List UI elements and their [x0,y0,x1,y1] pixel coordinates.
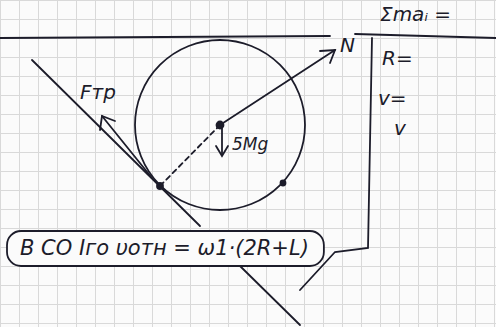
equation-text: В СО Iго υотн = ω1·(2R+L) [20,238,339,259]
handwritten-label: R= [382,48,413,68]
arrowhead [100,116,115,130]
arrowhead [216,146,228,156]
boxed-equation: В СО Iго υотн = ω1·(2R+L) [6,230,325,267]
handwritten-label: Fтр [80,82,116,102]
handwritten-label: 5Mg [232,136,268,153]
gravity-arrow [221,127,223,155]
handwritten-label: v= [378,88,407,108]
incline [32,60,200,226]
radius-line [160,125,220,186]
handwritten-label: v [394,118,406,138]
point [281,181,286,186]
top-rule [0,36,330,38]
friction-arrow [102,116,152,178]
top-rule [355,34,496,38]
normal-force-arrow [220,50,335,125]
handwritten-label: Σmaᵢ = [380,4,451,24]
incline [240,266,300,325]
arrowhead [320,50,335,63]
handwritten-label: N [340,35,355,55]
